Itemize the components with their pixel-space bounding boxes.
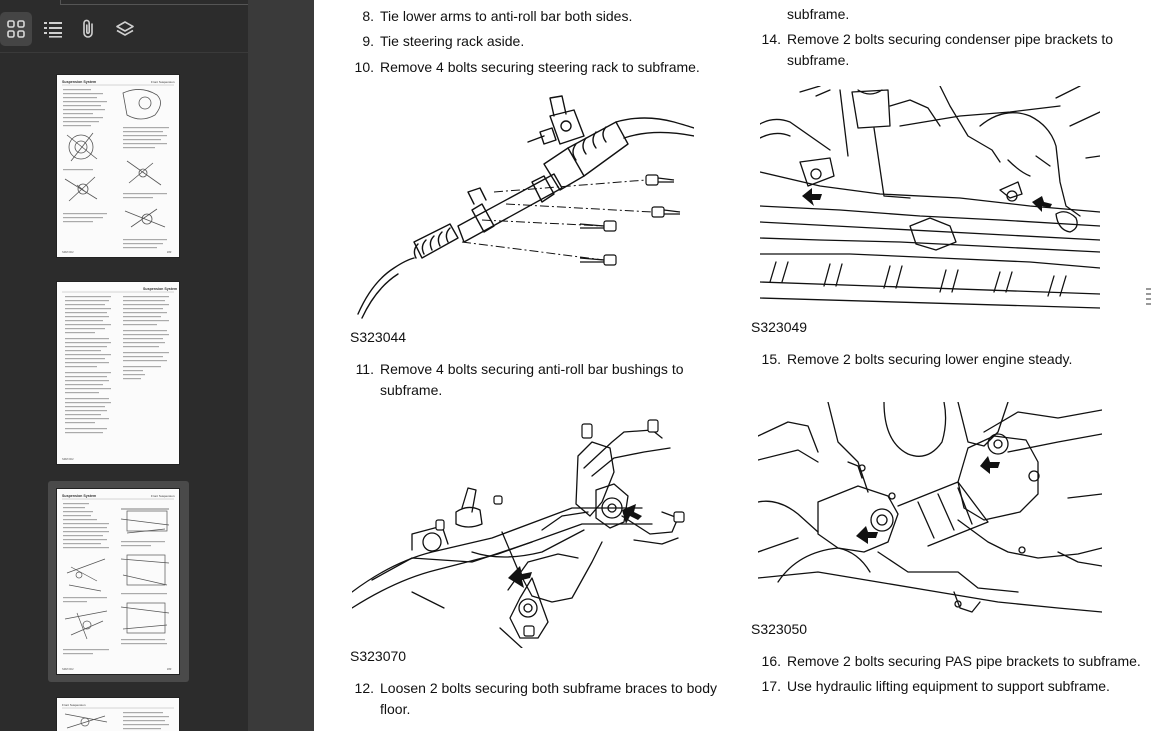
step-number: 11. bbox=[355, 361, 374, 377]
toolbar-top-edge bbox=[60, 0, 248, 5]
attachments-view-button[interactable] bbox=[73, 12, 105, 46]
step-number: 8. bbox=[362, 8, 374, 24]
sidebar-toolbar bbox=[0, 0, 248, 53]
step-text: Remove 4 bolts securing steering rack to… bbox=[380, 59, 700, 75]
step-number: 10. bbox=[354, 59, 374, 75]
paperclip-icon bbox=[83, 19, 93, 38]
thumbnails-view-button[interactable] bbox=[0, 12, 32, 46]
step-number: 16. bbox=[761, 653, 781, 669]
step-number: 12. bbox=[354, 680, 374, 696]
figure-steering-rack bbox=[357, 95, 694, 319]
thumb-header-left: Suspension System bbox=[62, 494, 96, 498]
thumbnail-preview: Suspension System Front Suspension SRM 0… bbox=[62, 80, 175, 254]
step-text: subframe. bbox=[380, 381, 443, 398]
page-thumbnail[interactable]: Front Suspension bbox=[57, 698, 179, 731]
thumbnail-sidebar: Suspension System Front Suspension SRM 0… bbox=[0, 0, 248, 731]
step-text: Tie steering rack aside. bbox=[380, 33, 525, 49]
svg-text:SRM 00/2: SRM 00/2 bbox=[62, 457, 74, 461]
svg-text:SRM 00/2: SRM 00/2 bbox=[62, 250, 74, 254]
layers-icon bbox=[116, 21, 134, 36]
step-number: 15. bbox=[761, 351, 781, 367]
figure-lower-engine-steady bbox=[758, 402, 1102, 613]
step-number: 9. bbox=[362, 33, 374, 49]
thumb-header-right: Front Suspension bbox=[151, 494, 175, 498]
figure-caption: S323050 bbox=[751, 621, 808, 637]
thumb-header-right: Suspension System bbox=[143, 287, 177, 291]
figure-caption: S323044 bbox=[350, 329, 407, 345]
step-text: subframe. bbox=[787, 51, 850, 68]
step-text: Use hydraulic lifting equipment to suppo… bbox=[787, 678, 1110, 694]
figure-caption: S323049 bbox=[751, 319, 808, 335]
viewer-background bbox=[248, 0, 314, 731]
page-edge-marker bbox=[1146, 288, 1151, 306]
step-text: Remove 2 bolts securing lower engine ste… bbox=[787, 351, 1073, 367]
page-thumbnail[interactable]: Suspension System SRM 00/2 bbox=[57, 282, 179, 464]
thumbnail-preview: Front Suspension bbox=[62, 703, 174, 730]
grid-icon bbox=[7, 20, 25, 38]
list-icon bbox=[44, 22, 62, 38]
svg-text:SRM 00/2: SRM 00/2 bbox=[62, 667, 74, 671]
step-number: 14. bbox=[761, 31, 781, 47]
step-number: 17. bbox=[761, 678, 781, 694]
thumb-header-left: Suspension System bbox=[62, 80, 96, 84]
document-page: 8. Tie lower arms to anti-roll bar both … bbox=[314, 0, 1151, 731]
step-text: Remove 2 bolts securing condenser pipe b… bbox=[787, 31, 1114, 47]
thumbnail-preview: Suspension System Front Suspension SRM 0… bbox=[62, 494, 175, 671]
step-text: subframe. bbox=[787, 6, 850, 22]
svg-text:###: ### bbox=[167, 667, 172, 671]
figure-antiroll-bar-subframe bbox=[352, 419, 685, 648]
step-text: Tie lower arms to anti-roll bar both sid… bbox=[380, 8, 633, 24]
outline-view-button[interactable] bbox=[37, 12, 69, 46]
step-text: floor. bbox=[380, 700, 411, 717]
page-thumbnail-selected[interactable]: Suspension System Front Suspension SRM 0… bbox=[57, 489, 179, 674]
thumb-header-right: Front Suspension bbox=[151, 80, 175, 84]
page-thumbnail[interactable]: Suspension System Front Suspension SRM 0… bbox=[57, 75, 179, 257]
step-text: Loosen 2 bolts securing both subframe br… bbox=[380, 680, 717, 696]
layers-view-button[interactable] bbox=[109, 12, 141, 46]
thumbnail-preview: Suspension System SRM 00/2 bbox=[62, 287, 177, 461]
step-text: Remove 2 bolts securing PAS pipe bracket… bbox=[787, 653, 1141, 669]
figure-condenser-pipe-brackets bbox=[760, 86, 1100, 309]
svg-text:###: ### bbox=[167, 250, 172, 254]
thumb-header-left: Front Suspension bbox=[62, 703, 86, 707]
figure-caption: S323070 bbox=[350, 648, 407, 664]
step-text: Remove 4 bolts securing anti-roll bar bu… bbox=[380, 361, 684, 377]
